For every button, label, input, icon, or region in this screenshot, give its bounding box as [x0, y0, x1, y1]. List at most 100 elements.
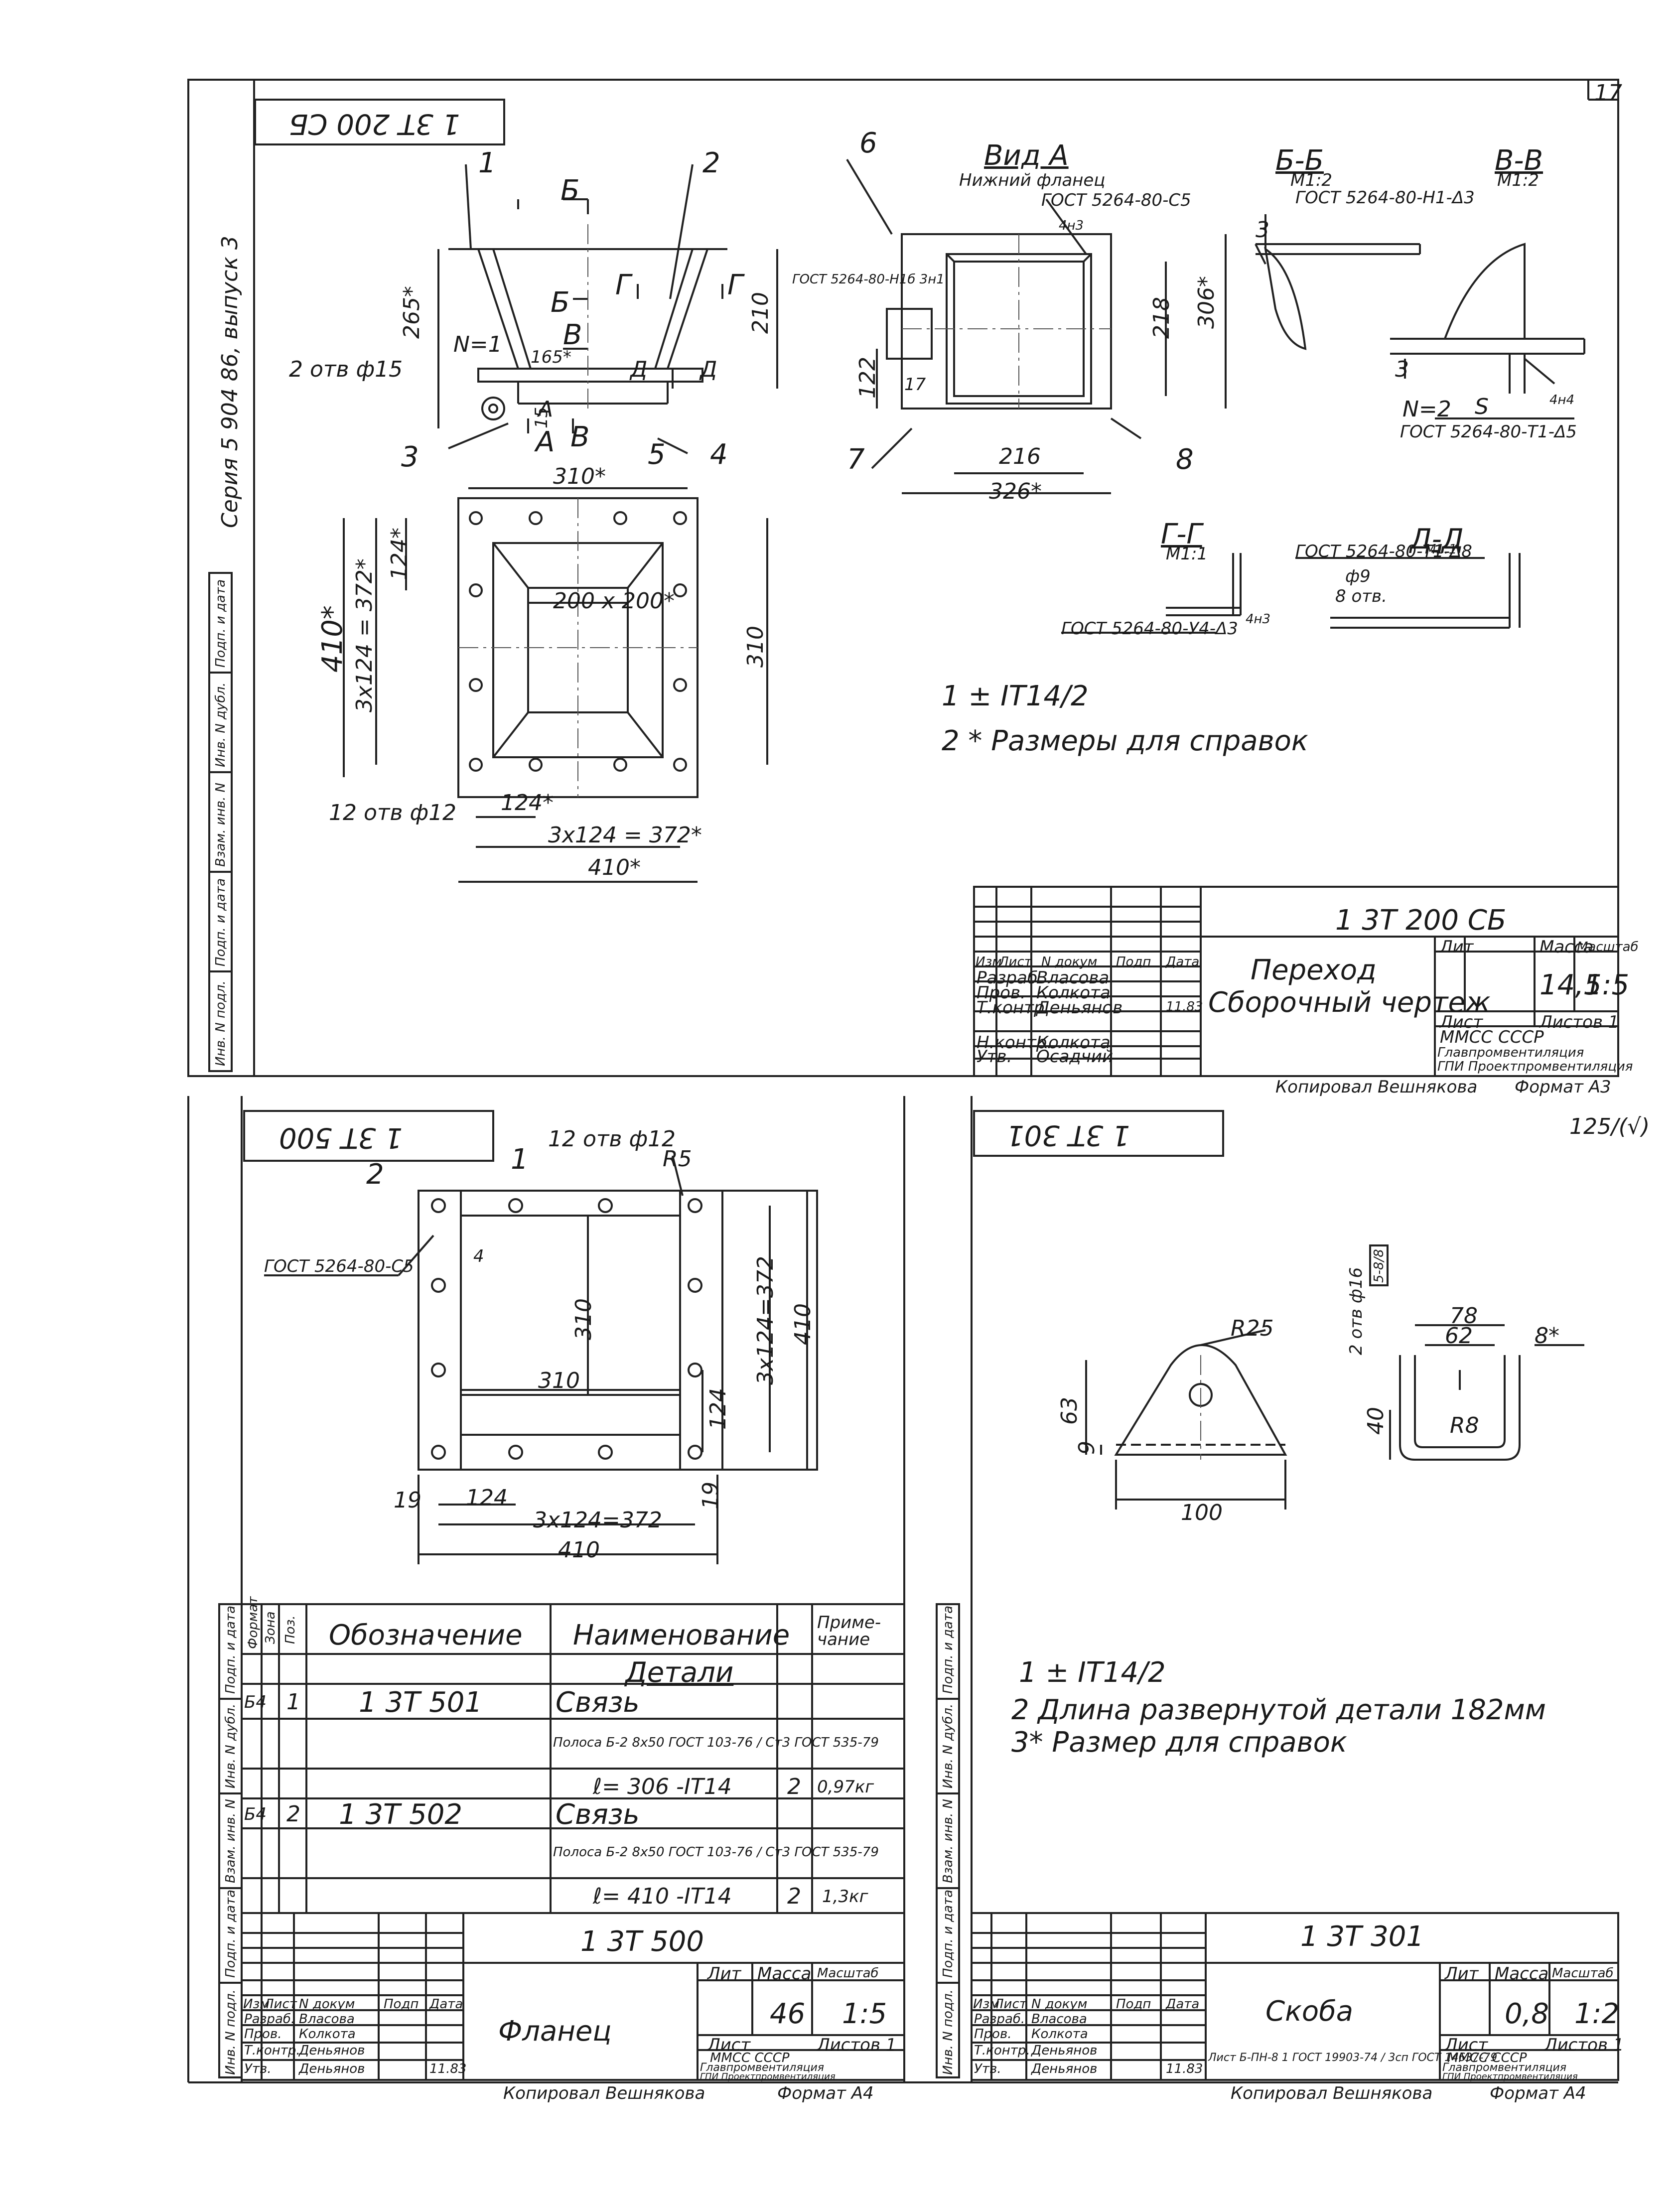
dim-410-left: 410*: [316, 605, 349, 673]
tb3-r6-role: Утв.: [974, 2061, 1001, 2076]
tb1-scale-label: Масштаб: [1577, 940, 1639, 955]
section-mark-g-right: Г: [727, 269, 743, 301]
dim-122: 122: [855, 357, 880, 399]
callout-1: 1: [478, 147, 496, 179]
page-number: 17: [1594, 80, 1622, 106]
section-gg-gost: ГОСТ 5264-80-У4-Δ3: [1061, 619, 1238, 639]
dim-124-bottom: 124*: [501, 790, 554, 816]
tb1-date: 11.83: [1166, 999, 1203, 1014]
dim-216: 216: [999, 444, 1041, 469]
series-label: Серия 5 904 86, выпуск 3: [217, 236, 243, 528]
s3-dim-100: 100: [1181, 1500, 1223, 1525]
s2-weld: 4: [473, 1246, 484, 1266]
tb3-sheets-label: Листов 1: [1544, 2035, 1624, 2055]
tb1-mass: 14,5: [1540, 969, 1602, 1001]
section-vv-gost: ГОСТ 5264-80-Т1-Δ5: [1400, 422, 1577, 442]
tb3-r6-name: Деньянов: [1031, 2061, 1098, 2076]
tb3-r1-name: Власова: [1031, 2012, 1087, 2027]
tb1-scale: 1:5: [1584, 969, 1630, 1001]
s3-side-2: Инв. N дубл.: [941, 1703, 956, 1788]
n1-mark: N=1: [453, 332, 502, 357]
section-bb-scale: М1:2: [1290, 170, 1333, 190]
dim-310-top: 310*: [553, 464, 606, 489]
spec-h-pos: Поз.: [283, 1615, 298, 1644]
s3-holes: 2 отв ф16: [1346, 1267, 1366, 1355]
section-dd-holes: ф9: [1345, 566, 1371, 586]
n2-mark: N=2: [1402, 397, 1451, 422]
spec-r3-note: 0,97кг: [817, 1777, 874, 1797]
tb3-r3-name: Деньянов: [1031, 2043, 1098, 2058]
s3-roughness: 125/(√): [1569, 1114, 1650, 1139]
tb1-r6-name: Осадчий: [1036, 1047, 1114, 1067]
s2-r5: R5: [663, 1146, 692, 1172]
spec-r6-name: ℓ= 410 -IT14: [593, 1884, 732, 1909]
tb3-date: 11.83: [1166, 2061, 1203, 2076]
s3-side-1: Подп. и дата: [941, 1605, 956, 1694]
spec-r4-pos: 2: [286, 1801, 300, 1827]
spec-r6-note: 1,3кг: [822, 1887, 868, 1907]
s3-dim-63: 63: [1057, 1397, 1082, 1425]
tb2-org3: ГПИ Проектпромвентиляция: [700, 2071, 836, 2082]
tb1-r5-name: Колкота: [1036, 1033, 1111, 1053]
tb1-code: 1 3T 200 СБ: [1335, 904, 1507, 937]
s2-dim-19a: 19: [394, 1488, 421, 1513]
section-gg-scale: М1:1: [1166, 544, 1208, 564]
side-stamp-1: Подп. и дата: [213, 579, 228, 668]
tb2-sheet-label: Лист: [707, 2035, 751, 2055]
dim-3-bb: 3: [1256, 217, 1269, 243]
section-mark-d-left: Д: [630, 357, 648, 382]
s2-dim-410h: 410: [558, 1537, 600, 1563]
tb2-date: 11.83: [429, 2061, 467, 2076]
dim-306: 306*: [1194, 276, 1219, 329]
tb2-h-podp: Подп: [384, 1997, 419, 2012]
gost-side: ГОСТ 5264-80-Н1б 3н1: [792, 272, 945, 287]
s3-side-3: Взам. инв. N: [941, 1799, 956, 1883]
s2-gost: ГОСТ 5264-80-С5: [264, 1256, 414, 1276]
weld-4n3-a: 4н3: [1059, 218, 1084, 233]
section-vv-title: В-В: [1495, 144, 1543, 177]
side-stamp-2: Инв. N дубл.: [213, 682, 228, 767]
s3-dim-9: 9: [1074, 1441, 1100, 1455]
side-stamp-3: Взам. инв. N: [213, 783, 228, 867]
tb3-org1: ММСС СССР: [1447, 2051, 1527, 2065]
s2-dim-310h: 310: [538, 1368, 580, 1393]
section-mark-g-left: Г: [615, 269, 631, 301]
tb2-h-data: Дата: [429, 1997, 463, 2012]
s2-side-2: Инв. N дубл.: [223, 1703, 238, 1788]
section-mark-a-left: А: [536, 426, 555, 458]
spec-r4-code: 1 3T 502: [339, 1798, 462, 1831]
tb1-r5-role: Н.контр.: [977, 1033, 1053, 1053]
s3-side-5: Инв. N подл.: [941, 1989, 956, 2075]
tb3-org3: ГПИ Проектпромвентиляция: [1442, 2071, 1578, 2082]
callout-4: 4: [710, 438, 728, 471]
tb2-sheets-label: Листов 1: [817, 2035, 897, 2055]
tb1-r6-role: Утв.: [977, 1047, 1012, 1067]
s-mark: S: [1475, 394, 1489, 419]
tb2-code: 1 3T 500: [580, 1925, 704, 1958]
sheet2-copied: Копировал Вешнякова: [503, 2083, 705, 2103]
dim-265: 265*: [399, 286, 424, 339]
note-2: 2 * Размеры для справок: [942, 725, 1308, 757]
tb1-h-podp: Подп: [1116, 955, 1151, 969]
s3-dim-78: 78: [1450, 1303, 1478, 1329]
s3-note-1: 1 ± IT14/2: [1019, 1656, 1166, 1689]
tb1-name-2: Сборочный чертеж: [1208, 986, 1491, 1019]
tb2-r2-role: Пров.: [244, 2027, 282, 2042]
dim-15: 15: [532, 407, 552, 428]
tb2-r6-role: Утв.: [244, 2061, 272, 2076]
sheet3-format: Формат А4: [1490, 2083, 1586, 2103]
tb2-r6-name: Деньянов: [299, 2061, 365, 2076]
sheet2-format: Формат А4: [777, 2083, 874, 2103]
tb3-r2-name: Колкота: [1031, 2027, 1088, 2042]
callout-3: 3: [401, 441, 419, 473]
spec-r4-name: Связь: [556, 1798, 640, 1831]
section-dd-gost: ГОСТ 5264-80-Т1-Δ8: [1295, 542, 1472, 561]
callout-6: 6: [859, 127, 877, 159]
tb1-mass-label: Масса: [1540, 937, 1594, 957]
tb2-org1: ММСС СССР: [710, 2051, 790, 2065]
tb3-name: Скоба: [1265, 1995, 1354, 2028]
tb3-h-list: Лист: [994, 1997, 1027, 2012]
s2-dim-372v: 3х124=372: [753, 1256, 778, 1385]
tb1-r1-role: Разраб.: [977, 968, 1043, 988]
s2-dim-310v: 310: [571, 1298, 596, 1340]
